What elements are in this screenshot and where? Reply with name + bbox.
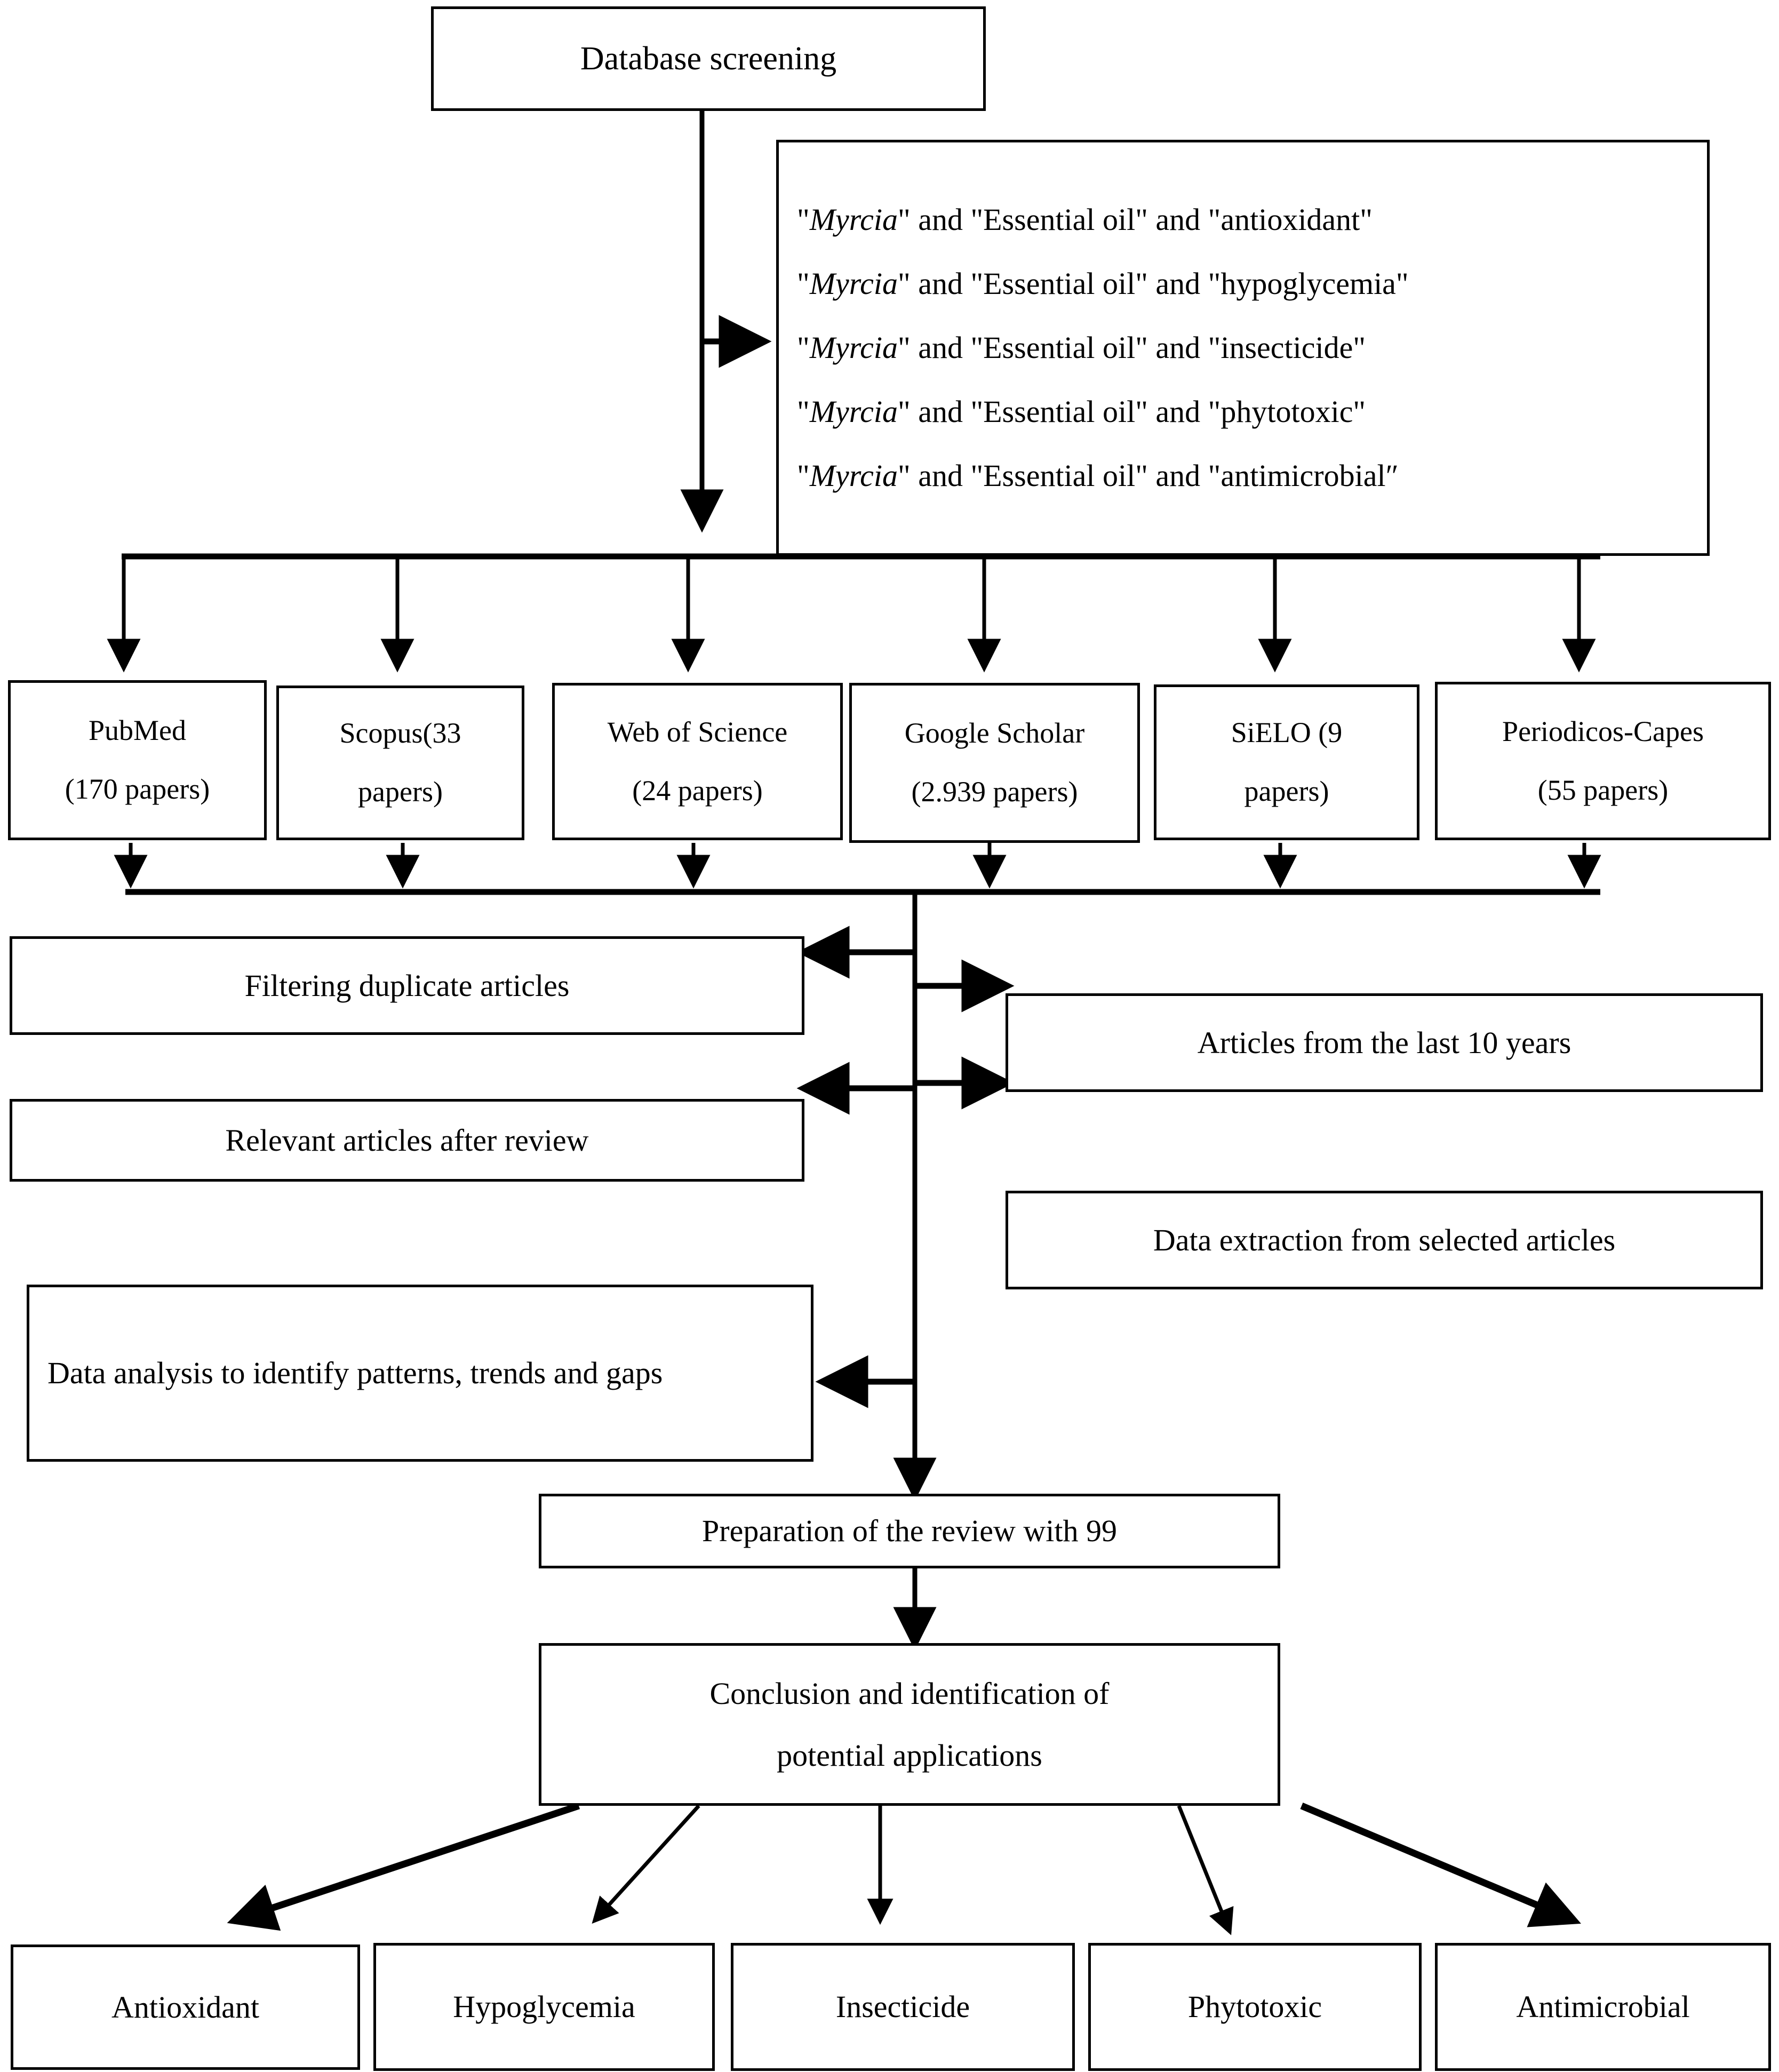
search-term-line-4: "Myrcia" and "Essential oil" and "antimi… [797,458,1399,493]
database-count-1: papers) [358,776,443,808]
preparation-label: Preparation of the review with 99 [702,1513,1117,1549]
arrow-to-app-3 [1177,1805,1234,1935]
node-application-phytotoxic[interactable]: Phytotoxic [1088,1943,1422,2071]
node-data-analysis[interactable]: Data analysis to identify patterns, tren… [27,1285,813,1462]
node-database-screening[interactable]: Database screening [431,6,986,111]
node-search-terms[interactable]: "Myrcia" and "Essential oil" and "antiox… [776,140,1710,556]
database-name-5: Periodicos-Capes [1502,715,1704,747]
database-name-0: PubMed [88,714,186,747]
database-name-4: SiELO (9 [1231,716,1343,749]
database-name-2: Web of Science [607,715,788,748]
node-application-antioxidant[interactable]: Antioxidant [11,1945,360,2070]
node-filtering-duplicate-articles[interactable]: Filtering duplicate articles [10,936,804,1035]
node-application-antimicrobial[interactable]: Antimicrobial [1435,1943,1771,2071]
application-label-3: Phytotoxic [1187,1989,1322,2025]
node-database-scopus[interactable]: Scopus(33 papers) [276,686,524,840]
node-articles-last-10-years[interactable]: Articles from the last 10 years [1006,993,1763,1092]
process-left-label-0: Filtering duplicate articles [244,968,570,1003]
node-database-sielo[interactable]: SiELO (9 papers) [1154,684,1419,840]
process-left-label-1: Relevant articles after review [225,1122,589,1158]
application-label-0: Antioxidant [111,1989,260,2025]
database-count-4: papers) [1244,775,1329,807]
search-term-line-0: "Myrcia" and "Essential oil" and "antiox… [797,202,1373,237]
process-right-label-0: Articles from the last 10 years [1197,1025,1571,1060]
arrow-to-app-4 [1300,1803,1581,1927]
search-term-line-3: "Myrcia" and "Essential oil" and "phytot… [797,394,1366,429]
application-label-4: Antimicrobial [1516,1989,1690,2025]
search-term-line-2: "Myrcia" and "Essential oil" and "insect… [797,330,1366,365]
arrow-to-app-1 [592,1804,700,1924]
database-count-2: (24 papers) [632,774,763,807]
node-data-extraction[interactable]: Data extraction from selected articles [1006,1191,1763,1289]
node-application-insecticide[interactable]: Insecticide [731,1943,1075,2071]
node-relevant-articles-after-review[interactable]: Relevant articles after review [10,1099,804,1182]
process-left-label-2: Data analysis to identify patterns, tren… [47,1356,663,1391]
node-application-hypoglycemia[interactable]: Hypoglycemia [373,1943,715,2071]
search-term-line-1: "Myrcia" and "Essential oil" and "hypogl… [797,266,1409,301]
arrow-to-app-0 [227,1802,580,1931]
node-database-google-scholar[interactable]: Google Scholar (2.939 papers) [849,683,1140,843]
process-right-label-1: Data extraction from selected articles [1153,1222,1616,1257]
database-count-0: (170 papers) [65,773,210,805]
database-count-5: (55 papers) [1537,774,1669,806]
search-terms-list: "Myrcia" and "Essential oil" and "antiox… [797,196,1697,499]
node-conclusion[interactable]: Conclusion and identification of potenti… [539,1643,1280,1806]
database-screening-label: Database screening [580,40,837,77]
node-database-periodicos-capes[interactable]: Periodicos-Capes (55 papers) [1435,682,1771,840]
application-label-2: Insecticide [835,1989,970,2025]
conclusion-line-1: Conclusion and identification of [709,1676,1110,1711]
database-name-3: Google Scholar [904,717,1085,750]
database-count-3: (2.939 papers) [911,776,1078,808]
node-database-web-of-science[interactable]: Web of Science (24 papers) [552,683,843,840]
application-label-1: Hypoglycemia [453,1989,635,2025]
database-name-1: Scopus(33 [339,717,461,750]
conclusion-line-2: potential applications [777,1738,1042,1773]
node-database-pubmed[interactable]: PubMed (170 papers) [8,680,267,840]
node-preparation-of-review[interactable]: Preparation of the review with 99 [539,1494,1280,1568]
